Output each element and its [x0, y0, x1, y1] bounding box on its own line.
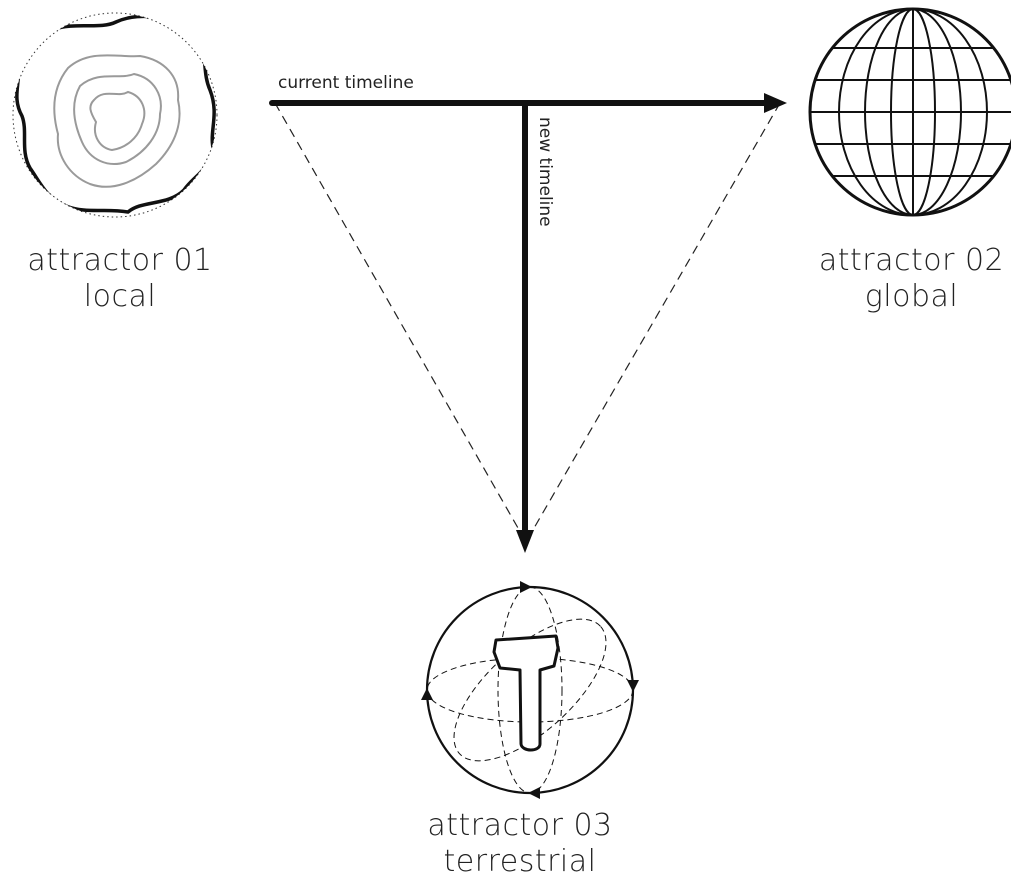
attractor-02-scope: global — [864, 279, 959, 314]
attractor-03-title: attractor 03 — [427, 808, 613, 843]
current-timeline-edge: current timeline — [269, 73, 787, 113]
new-timeline-edge: new timeline — [516, 103, 555, 553]
dashed-edge-left — [274, 102, 523, 536]
attractor-02-title: attractor 02 — [818, 243, 1005, 278]
current-timeline-arrowhead — [764, 93, 787, 113]
current-timeline-label: current timeline — [278, 73, 414, 93]
attractor-02-label: attractor 02 global — [812, 243, 1011, 315]
attractor-03-scope: terrestrial — [443, 844, 597, 879]
new-timeline-arrowhead — [516, 530, 534, 553]
attractor-03-label: attractor 03 terrestrial — [400, 808, 640, 880]
dashed-triangle — [274, 102, 781, 536]
attractor-01-scope: local — [83, 279, 157, 314]
attractor-01-label: attractor 01 local — [0, 243, 240, 315]
new-timeline-label: new timeline — [535, 117, 555, 227]
hammer-orbit-icon — [421, 581, 639, 799]
attractor-01-title: attractor 01 — [27, 243, 213, 278]
dashed-edge-right — [529, 102, 781, 536]
globe-icon — [808, 7, 1011, 217]
topographic-map-icon — [12, 12, 218, 218]
